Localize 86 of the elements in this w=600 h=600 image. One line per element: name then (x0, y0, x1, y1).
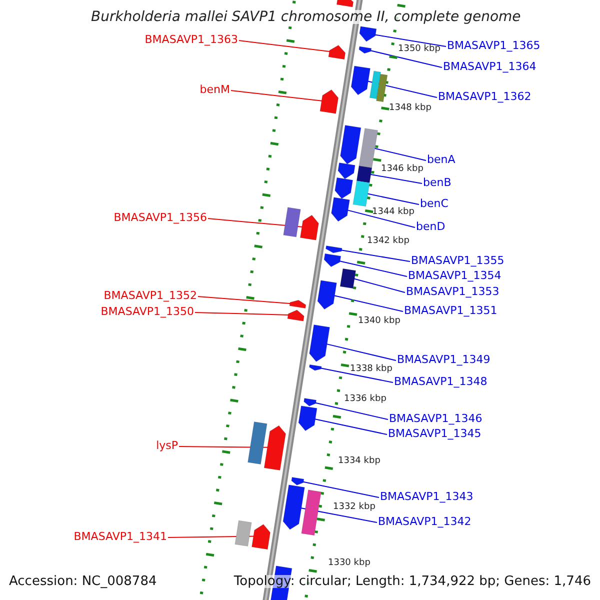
gene-label: benC (420, 198, 448, 209)
gene-feature (287, 310, 304, 322)
leader-line (194, 312, 290, 316)
gene-feature (326, 246, 342, 254)
gene-label: BMASAVP1_1346 (389, 413, 482, 424)
gene-feature (309, 324, 330, 362)
gene-feature (324, 253, 342, 267)
gene-label: lysP (156, 440, 178, 451)
leader-line (369, 50, 442, 68)
gene-feature (289, 300, 306, 309)
scale-label: 1332 kbp (333, 503, 376, 512)
leader-line (302, 481, 380, 498)
scale-label: 1330 kbp (328, 559, 370, 568)
leader-line (346, 209, 416, 228)
leader-line (320, 368, 394, 383)
leader-line (313, 418, 388, 435)
leader-line (238, 40, 332, 52)
scale-label: 1336 kbp (344, 395, 386, 404)
gene-feature (338, 162, 356, 180)
gene-feature (320, 89, 339, 114)
scale-label: 1348 kbp (389, 104, 432, 113)
gene-bar (352, 180, 370, 207)
gene-feature (331, 197, 350, 222)
gene-feature (334, 177, 353, 199)
footer-text: Topology: circular; Length: 1,734,922 bp; Genes: 1,746 (234, 575, 591, 588)
gene-label: BMASAVP1_1348 (394, 376, 488, 387)
leader-line (338, 260, 408, 277)
gene-label: BMASAVP1_1341 (74, 531, 167, 542)
leader-line (369, 174, 422, 184)
gene-label: BMASAVP1_1350 (100, 306, 194, 317)
gene-bar (376, 74, 388, 102)
leader-line (374, 34, 446, 47)
gene-label: BMASAVP1_1365 (447, 40, 540, 51)
leader-line (332, 294, 404, 312)
scale-label: 1344 kbp (372, 208, 414, 217)
gene-bar (283, 207, 301, 238)
gene-label: BMASAVP1_1349 (397, 354, 490, 365)
gene-label: benA (427, 154, 456, 165)
scale-label: 1334 kbp (338, 457, 380, 466)
gene-label: BMASAVP1_1363 (144, 34, 238, 45)
gene-feature (264, 425, 286, 471)
gene-feature (336, 0, 354, 8)
leader-line (230, 90, 324, 102)
gene-label: benB (423, 177, 452, 188)
scale-label: 1340 kbp (358, 317, 400, 326)
leader-line (198, 296, 292, 304)
gene-bar (248, 421, 268, 464)
gene-label: benM (200, 84, 230, 95)
gene-label: BMASAVP1_1362 (438, 91, 532, 102)
map-title: Burkholderia mallei SAVP1 chromosome II, complete genome (91, 10, 521, 24)
leader-line (352, 278, 406, 293)
gene-bar (340, 268, 356, 289)
scale-label: 1338 kbp (350, 365, 392, 374)
gene-feature (328, 44, 346, 60)
footer-text: Accession: NC_008784 (9, 575, 157, 588)
gene-label: BMASAVP1_1355 (411, 255, 504, 266)
scale-label: 1342 kbp (367, 237, 410, 246)
leader-line (366, 193, 420, 205)
gene-feature (359, 26, 377, 42)
gene-feature (252, 524, 270, 550)
gene-label: BMASAVP1_1353 (406, 286, 500, 297)
gene-label: BMASAVP1_1343 (380, 491, 474, 502)
gene-label: BMASAVP1_1354 (408, 270, 502, 281)
leader-line (314, 402, 388, 420)
gene-label: BMASAVP1_1356 (114, 212, 207, 223)
leader-line (340, 249, 410, 262)
gene-bar (358, 128, 378, 168)
gene-feature (350, 66, 370, 96)
scale-label: 1350 kbp (398, 45, 440, 54)
leader-line (325, 343, 396, 361)
gene-label: BMASAVP1_1342 (378, 516, 472, 527)
gene-label: BMASAVP1_1351 (404, 305, 498, 316)
gene-feature (358, 46, 372, 54)
gene-bar (356, 166, 372, 183)
gene-bar (301, 490, 322, 536)
scale-label: 1346 kbp (381, 165, 424, 174)
gene-label: BMASAVP1_1364 (443, 61, 536, 72)
gene-bar (369, 70, 382, 100)
leader-line (373, 148, 426, 161)
gene-label: BMASAVP1_1345 (388, 428, 482, 439)
gene-label: BMASAVP1_1352 (104, 290, 197, 301)
gene-feature (317, 280, 337, 310)
gene-feature (309, 364, 322, 371)
gene-feature (300, 214, 319, 240)
gene-label: benD (416, 221, 446, 232)
gene-bar (234, 520, 252, 546)
